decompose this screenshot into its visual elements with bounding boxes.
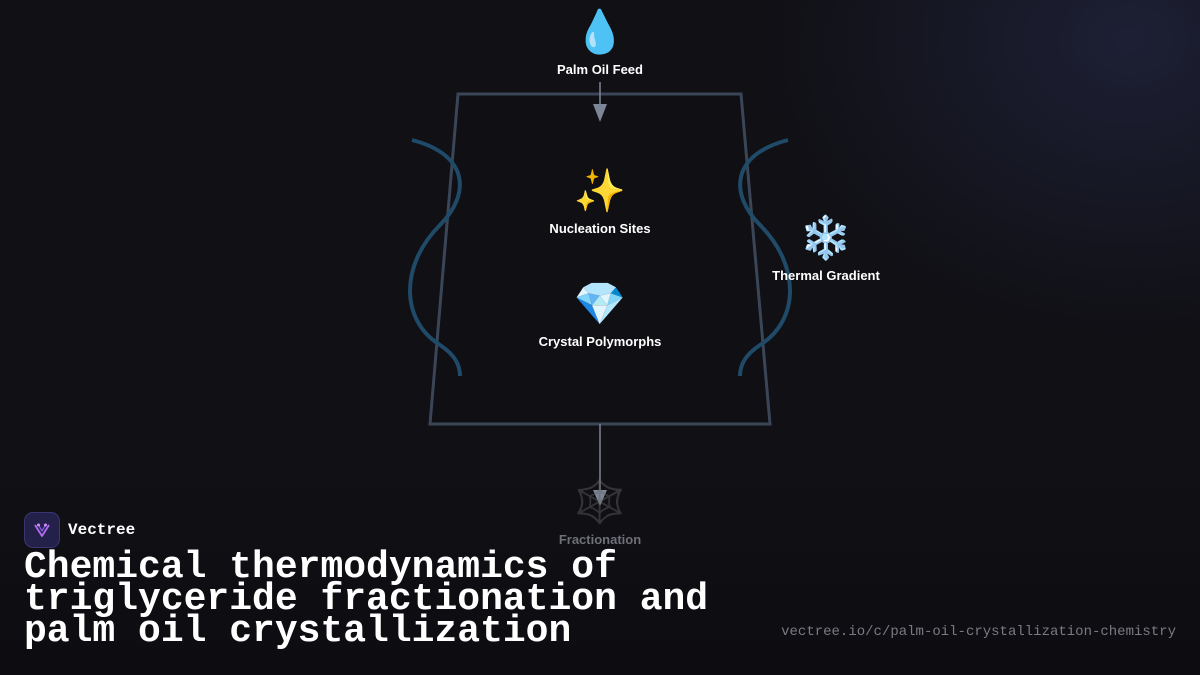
node-label: Nucleation Sites (549, 221, 651, 236)
node-palm-oil-feed: 💧 Palm Oil Feed (557, 7, 643, 78)
node-crystal-polymorphs: 💎 Crystal Polymorphs (538, 279, 662, 350)
node-nucleation-sites: ✨ Nucleation Sites (549, 166, 651, 237)
right-thermal-wave (738, 138, 792, 377)
sparkles-icon: ✨ (573, 166, 627, 215)
gem-icon: 💎 (573, 279, 627, 328)
output-arrow-head (593, 490, 607, 506)
snowflake-icon: ❄️ (799, 213, 853, 262)
node-fractionation: 🕸️ Fractionation (558, 477, 642, 548)
web-icon: 🕸️ (573, 477, 627, 526)
brand-name: Vectree (68, 521, 136, 539)
brand[interactable]: Vectree (24, 512, 135, 548)
source-url[interactable]: vectree.io/c/palm-oil-crystallization-ch… (781, 624, 1176, 640)
droplet-icon: 💧 (573, 7, 627, 56)
node-label: Fractionation (558, 532, 642, 547)
node-thermal-gradient: ❄️ Thermal Gradient (772, 213, 880, 284)
feed-arrow-head (593, 104, 607, 122)
vectree-logo-icon (24, 512, 60, 548)
crystallizer-vessel (428, 92, 772, 426)
page-title: Chemical thermodynamics of triglyceride … (24, 546, 709, 653)
left-thermal-wave (408, 138, 462, 377)
node-label: Crystal Polymorphs (538, 334, 662, 349)
node-label: Thermal Gradient (772, 268, 880, 283)
node-label: Palm Oil Feed (557, 62, 643, 77)
